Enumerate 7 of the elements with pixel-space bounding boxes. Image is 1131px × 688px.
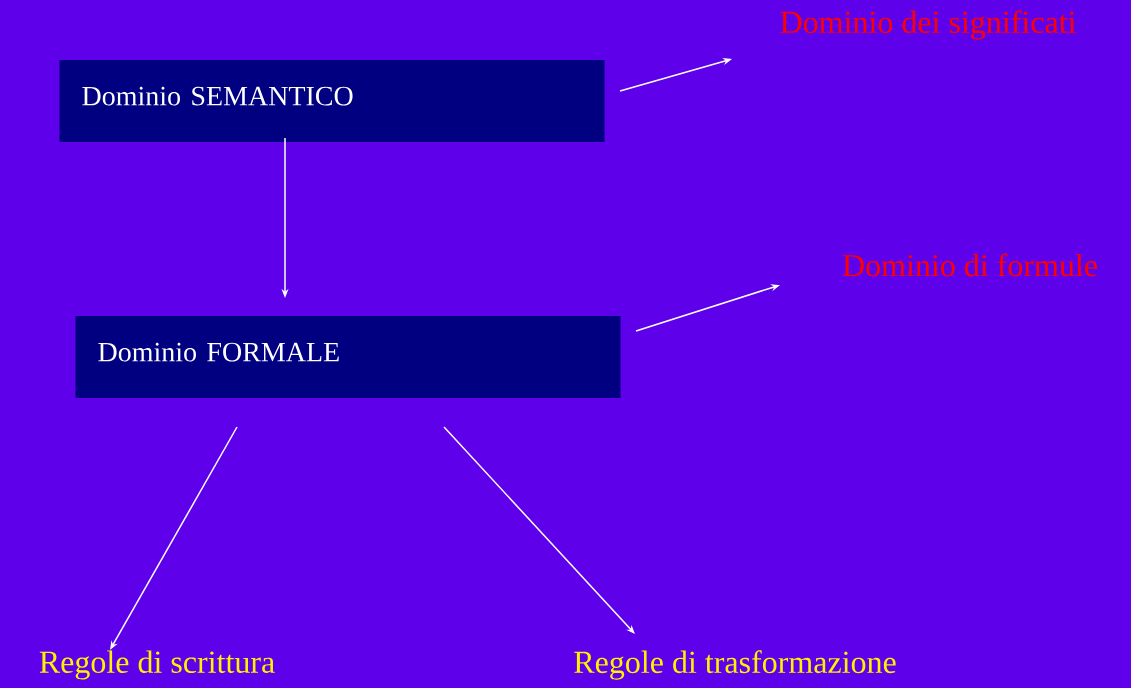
arrow [443, 426, 635, 634]
label-text: Regole di trasformazione [574, 650, 896, 680]
label-text: Dominio dei significati [780, 10, 1076, 40]
label-text: Dominio di formule [842, 253, 1097, 277]
text-box: Dominio FORMALE [75, 316, 621, 398]
text-box: Dominio SEMANTICO [59, 60, 605, 142]
label-text: Regole di scrittura [39, 650, 275, 680]
